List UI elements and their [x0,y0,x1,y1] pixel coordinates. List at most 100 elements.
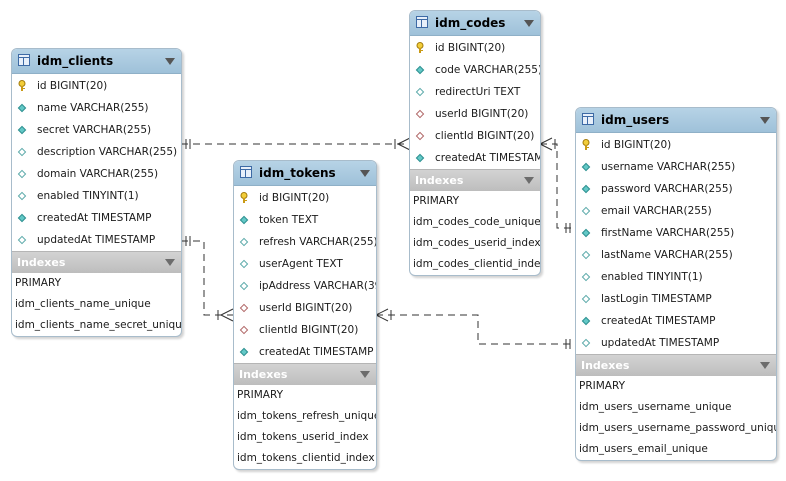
column-row[interactable]: password VARCHAR(255) [576,178,776,200]
column-text: refresh VARCHAR(255) [259,236,377,248]
chevron-down-icon[interactable] [524,177,534,184]
chevron-down-icon[interactable] [360,371,370,378]
column-text: description VARCHAR(255) [37,146,178,158]
column-row[interactable]: createdAt TIMESTAMP [234,341,376,363]
index-list: PRIMARY idm_tokens_refresh_unique idm_toke… [234,385,376,469]
chevron-down-icon[interactable] [760,362,770,369]
column-row[interactable]: createdAt TIMESTAMP [12,207,181,229]
foreign-key-icon [415,131,425,141]
column-text: name VARCHAR(255) [37,102,149,114]
index-row[interactable]: idm_codes_code_unique [413,216,541,228]
indexes-header[interactable]: Indexes [410,169,540,191]
index-row[interactable]: idm_clients_name_unique [15,298,151,310]
chevron-down-icon[interactable] [760,117,770,124]
index-row[interactable]: idm_codes_clientid_index [413,258,541,270]
column-text: password VARCHAR(255) [601,183,733,195]
column-row[interactable]: redirectUri TEXT [410,81,540,103]
table-header[interactable]: idm_codes [410,11,540,36]
relationship-clients-tokens[interactable] [181,236,234,322]
not-null-column-icon [581,316,591,326]
index-row[interactable]: idm_users_username_unique [579,401,732,413]
column-row[interactable]: name VARCHAR(255) [12,97,181,119]
column-text: updatedAt TIMESTAMP [601,337,720,349]
chevron-down-icon[interactable] [360,170,370,177]
column-row[interactable]: token TEXT [234,209,376,231]
column-row[interactable]: username VARCHAR(255) [576,156,776,178]
column-row[interactable]: updatedAt TIMESTAMP [12,229,181,251]
index-row[interactable]: idm_users_email_unique [579,443,708,455]
nullable-column-icon [581,206,591,216]
table-name: idm_tokens [259,166,336,180]
column-row[interactable]: id BIGINT(20) [12,75,181,97]
nullable-column-icon [17,147,27,157]
index-row[interactable]: idm_tokens_refresh_unique [237,410,377,422]
column-row[interactable]: id BIGINT(20) [576,134,776,156]
table-idm-clients[interactable]: idm_clients id BIGINT(20) name VARCHAR(25… [11,48,182,337]
not-null-column-icon [581,162,591,172]
table-header[interactable]: idm_clients [12,49,181,74]
table-header[interactable]: idm_tokens [234,161,376,186]
column-row[interactable]: email VARCHAR(255) [576,200,776,222]
index-row[interactable]: idm_tokens_userid_index [237,431,369,443]
column-row[interactable]: updatedAt TIMESTAMP [576,332,776,354]
column-row[interactable]: id BIGINT(20) [410,37,540,59]
chevron-down-icon[interactable] [165,259,175,266]
column-row[interactable]: description VARCHAR(255) [12,141,181,163]
column-row[interactable]: createdAt TIMESTAMP [576,310,776,332]
relationship-clients-codes[interactable] [181,137,411,151]
index-row[interactable]: PRIMARY [413,195,460,207]
index-row[interactable]: idm_clients_name_secret_unique [15,319,182,331]
table-idm-tokens[interactable]: idm_tokens id BIGINT(20)token TEXT refres… [233,160,377,470]
column-text: code VARCHAR(255) [435,64,541,76]
index-row[interactable]: idm_users_username_password_unique [579,422,777,434]
column-text: createdAt TIMESTAMP [601,315,716,327]
relationship-tokens-users[interactable] [375,308,575,349]
table-icon [18,54,30,66]
table-idm-users[interactable]: idm_users id BIGINT(20)username VARCHAR(… [575,107,777,461]
table-idm-codes[interactable]: idm_codes id BIGINT(20) code VARCHAR(255)… [409,10,541,276]
not-null-column-icon [581,228,591,238]
column-row[interactable]: createdAt TIMESTAMP [410,147,540,169]
column-row[interactable]: clientId BIGINT(20) [234,319,376,341]
column-row[interactable]: userId BIGINT(20) [234,297,376,319]
column-text: enabled TINYINT(1) [37,190,139,202]
column-list: id BIGINT(20)username VARCHAR(255) passwo… [576,133,776,354]
chevron-down-icon[interactable] [524,20,534,27]
chevron-down-icon[interactable] [165,58,175,65]
column-row[interactable]: enabled TINYINT(1) [12,185,181,207]
table-name: idm_users [601,113,670,127]
index-row[interactable]: PRIMARY [15,277,62,289]
indexes-label: Indexes [581,359,630,372]
column-row[interactable]: userAgent TEXT [234,253,376,275]
column-row[interactable]: clientId BIGINT(20) [410,125,540,147]
column-row[interactable]: userId BIGINT(20) [410,103,540,125]
column-row[interactable]: lastName VARCHAR(255) [576,244,776,266]
column-row[interactable]: id BIGINT(20) [234,187,376,209]
table-name: idm_clients [37,54,114,68]
column-text: createdAt TIMESTAMP [259,346,374,358]
indexes-header[interactable]: Indexes [12,251,181,273]
index-row[interactable]: idm_tokens_clientid_index [237,452,375,464]
indexes-header[interactable]: Indexes [576,354,776,376]
column-row[interactable]: secret VARCHAR(255) [12,119,181,141]
indexes-header[interactable]: Indexes [234,363,376,385]
index-row[interactable]: PRIMARY [579,380,626,392]
column-list: id BIGINT(20)token TEXT refresh VARCHAR(2… [234,186,376,363]
column-row[interactable]: code VARCHAR(255) [410,59,540,81]
column-row[interactable]: domain VARCHAR(255) [12,163,181,185]
column-row[interactable]: firstName VARCHAR(255) [576,222,776,244]
index-row[interactable]: PRIMARY [237,389,284,401]
relationship-codes-users[interactable] [539,137,575,233]
index-row[interactable]: idm_codes_userid_index [413,237,541,249]
index-list: PRIMARY idm_codes_code_unique idm_codes_us… [410,191,540,275]
column-text: createdAt TIMESTAMP [37,212,152,224]
column-row[interactable]: refresh VARCHAR(255) [234,231,376,253]
primary-key-icon [416,42,424,53]
column-text: domain VARCHAR(255) [37,168,159,180]
table-header[interactable]: idm_users [576,108,776,133]
nullable-column-icon [239,281,249,291]
column-row[interactable]: enabled TINYINT(1) [576,266,776,288]
column-row[interactable]: lastLogin TIMESTAMP [576,288,776,310]
column-row[interactable]: ipAddress VARCHAR(39) [234,275,376,297]
column-text: firstName VARCHAR(255) [601,227,735,239]
